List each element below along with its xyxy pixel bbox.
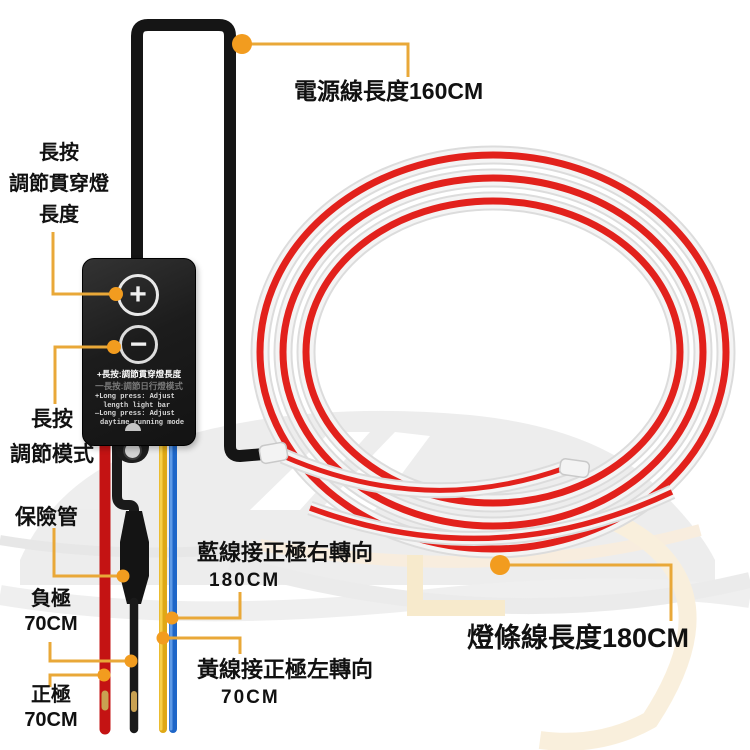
adjust-mode-callout-line xyxy=(53,345,112,404)
negative-wire-label: 負極 70CM xyxy=(10,587,92,637)
strip-length-callout-line xyxy=(500,563,673,621)
power-cable-callout-line xyxy=(242,42,410,77)
panel-en-line4: daytime running mode xyxy=(100,418,185,427)
plus-icon: + xyxy=(129,278,147,311)
strip-end-cap-right xyxy=(558,458,591,479)
panel-en-line2: length light bar xyxy=(103,401,171,410)
strip-length-marker-dot xyxy=(490,555,510,575)
positive-label-length: 70CM xyxy=(24,709,78,731)
power-cable-length-label: 電源線長度160CM xyxy=(294,78,484,104)
plus-button-marker-dot xyxy=(109,287,123,301)
positive-label-text: 正極 xyxy=(31,684,71,706)
blue-wire-label-text: 藍線接正極右轉向 xyxy=(197,540,374,565)
panel-en-line3: —Long press: Adjust xyxy=(95,410,175,419)
panel-en-line1: +Long press: Adjust xyxy=(95,393,175,401)
adjust-length-callout-line xyxy=(51,232,112,296)
adjust-length-line3: 長度 xyxy=(39,204,79,226)
black-negative-wire xyxy=(112,439,139,519)
adjust-mode-line2: 調節模式 xyxy=(10,443,94,466)
negative-callout-line xyxy=(48,642,127,663)
power-cable-marker-dot xyxy=(232,34,252,54)
adjust-length-label: 長按 調節貫穿燈 長度 xyxy=(4,138,114,231)
strip-end-cap-left xyxy=(258,441,289,465)
yellow-wire-label: 黃線接正極左轉向 70CM xyxy=(197,656,373,712)
strip-length-label: 燈條線長度180CM xyxy=(467,623,690,653)
power-cable xyxy=(131,19,270,462)
led-controller-box: + − +長按:調節貫穿燈長度 一長按:調節日行燈模式 +Long press:… xyxy=(82,258,196,446)
negative-label-text: 負極 xyxy=(31,588,71,610)
panel-notch xyxy=(125,423,141,431)
led-strip-tails xyxy=(279,448,676,546)
yellow-wire-label-length: 70CM xyxy=(221,687,280,708)
fuse-label: 保險管 xyxy=(15,506,78,529)
panel-text-cn-line1: +長按:調節貫穿燈長度 xyxy=(96,369,182,379)
yellow-wire-label-text: 黃線接正極左轉向 xyxy=(197,657,374,682)
adjust-mode-label: 長按 調節模式 xyxy=(0,402,104,472)
positive-callout-line xyxy=(48,673,100,687)
adjust-length-line2: 調節貫穿燈 xyxy=(9,173,109,195)
adjust-mode-line1: 長按 xyxy=(31,408,73,431)
fuse-marker-dot xyxy=(116,569,130,583)
panel-text-cn-line2: 一長按:調節日行燈模式 xyxy=(95,381,183,391)
yellow-wire-callout-line xyxy=(167,636,242,654)
yellow-wire-marker-dot xyxy=(156,631,170,645)
blue-wire-label: 藍線接正極右轉向 180CM xyxy=(197,539,373,595)
panel-text-english: +Long press: Adjust length light bar —Lo… xyxy=(95,393,184,427)
adjust-length-line1: 長按 xyxy=(39,142,79,164)
blue-wire-callout-line xyxy=(176,592,242,620)
positive-marker-dot xyxy=(97,668,111,682)
positive-wire-label: 正極 70CM xyxy=(10,683,92,733)
led-strip-coil xyxy=(250,145,736,559)
minus-icon: − xyxy=(129,327,148,361)
negative-label-length: 70CM xyxy=(24,613,78,635)
fuse-callout-line xyxy=(52,528,119,578)
minus-button-marker-dot xyxy=(107,340,121,354)
blue-wire-marker-dot xyxy=(165,611,179,625)
negative-marker-dot xyxy=(124,654,138,668)
blue-wire-label-length: 180CM xyxy=(209,570,281,591)
